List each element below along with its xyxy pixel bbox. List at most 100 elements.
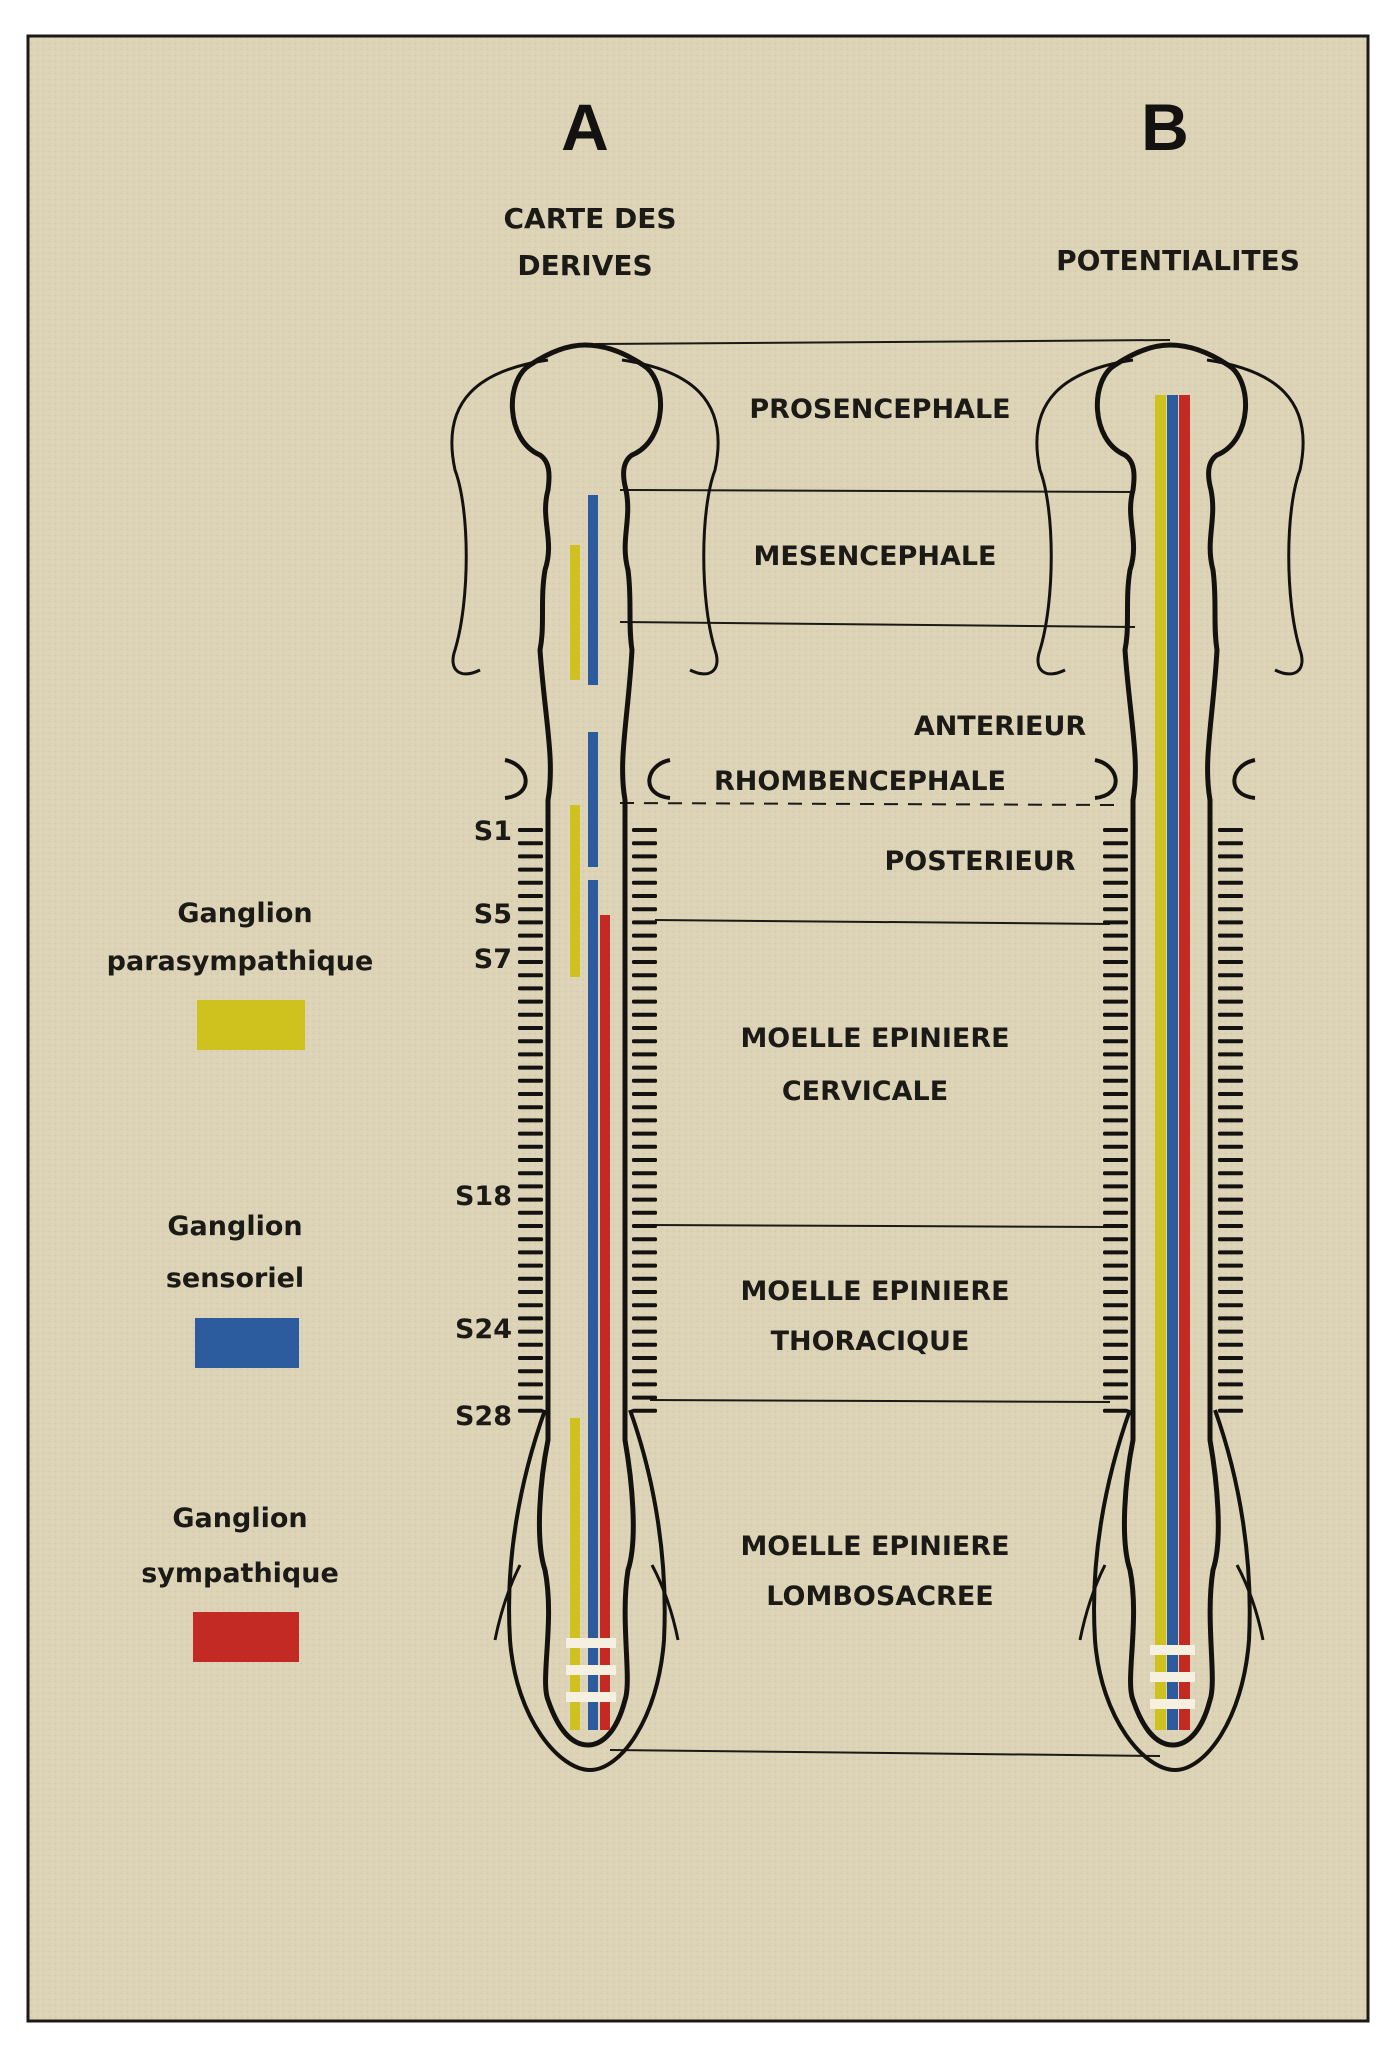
somite-tick [518, 1184, 543, 1188]
somite-tick [518, 1132, 543, 1136]
somite-tick [1218, 1105, 1243, 1109]
somite-tick [1103, 960, 1128, 964]
somite-tick [632, 1290, 657, 1294]
somite-tick [1218, 1277, 1243, 1281]
label-posterieur: POSTERIEUR [884, 846, 1075, 877]
somite-tick [518, 973, 543, 977]
somite-tick [1103, 1369, 1128, 1373]
somite-tick [632, 1118, 657, 1122]
somite-tick [1218, 1198, 1243, 1202]
somite-tick [1103, 828, 1128, 832]
b-sacral-stripes [1150, 1645, 1195, 1709]
somite-tick [632, 1369, 657, 1373]
somite-tick [518, 934, 543, 938]
somite-tick [518, 1000, 543, 1004]
somite-tick [1103, 854, 1128, 858]
somite-tick [1218, 1343, 1243, 1347]
somite-tick [1218, 868, 1243, 872]
somite-tick [632, 920, 657, 924]
somite-tick [1218, 986, 1243, 990]
somite-tick [1103, 1171, 1128, 1175]
somite-tick [632, 973, 657, 977]
somite-tick [1103, 1132, 1128, 1136]
somite-tick [518, 1039, 543, 1043]
somite-tick [1103, 1277, 1128, 1281]
somite-tick [1218, 1092, 1243, 1096]
somite-tick [518, 828, 543, 832]
somite-tick [1218, 1264, 1243, 1268]
somite-tick [1103, 1382, 1128, 1386]
somite-tick [1103, 868, 1128, 872]
somite-tick [1103, 1343, 1128, 1347]
somite-tick [1218, 1382, 1243, 1386]
somite-tick [1218, 1026, 1243, 1030]
somite-label-s18: S18 [455, 1181, 512, 1212]
somite-tick [1103, 986, 1128, 990]
somite-tick [1218, 1356, 1243, 1360]
somite-tick [632, 841, 657, 845]
panel-b-letter: B [1141, 90, 1189, 164]
legend-sensory-line2: sensoriel [166, 1263, 304, 1294]
somite-tick [632, 1198, 657, 1202]
somite-tick [1103, 881, 1128, 885]
somite-tick [1218, 1158, 1243, 1162]
somite-tick [1103, 1211, 1128, 1215]
somite-tick [1103, 1224, 1128, 1228]
legend-sympathetic-line2: sympathique [141, 1558, 339, 1589]
somite-tick [1218, 1171, 1243, 1175]
somite-tick [632, 1356, 657, 1360]
somite-label-s24: S24 [455, 1314, 512, 1345]
somite-tick [1103, 1396, 1128, 1400]
somite-tick [1218, 1118, 1243, 1122]
somite-tick [518, 1224, 543, 1228]
legend-sympathetic-swatch [193, 1612, 299, 1662]
somite-tick [632, 1092, 657, 1096]
somite-tick [1218, 907, 1243, 911]
a-sensory-trunk [588, 880, 598, 1730]
somite-tick [1103, 907, 1128, 911]
somite-tick [632, 960, 657, 964]
somite-label-s5: S5 [474, 899, 512, 930]
somite-tick [1103, 1145, 1128, 1149]
somite-tick [632, 1158, 657, 1162]
somite-tick [518, 1158, 543, 1162]
somite-tick [632, 1316, 657, 1320]
label-lombosacree-line1: MOELLE EPINIERE [740, 1531, 1009, 1562]
somite-tick [1218, 1211, 1243, 1215]
somite-tick [518, 907, 543, 911]
a-parasympathetic-sacral [570, 1418, 580, 1730]
somite-tick [1218, 1052, 1243, 1056]
somite-tick [518, 1409, 543, 1413]
somite-tick [1103, 920, 1128, 924]
somite-tick [632, 1264, 657, 1268]
somite-tick [632, 1184, 657, 1188]
somite-tick [632, 1132, 657, 1136]
somite-tick [518, 1382, 543, 1386]
label-anterieur: ANTERIEUR [914, 711, 1087, 742]
somite-tick [632, 1000, 657, 1004]
panel-a-letter: A [561, 90, 609, 164]
legend-sensory-line1: Ganglion [167, 1211, 302, 1242]
a-parasympathetic-mesencephalic [570, 545, 580, 680]
somite-tick [518, 1198, 543, 1202]
a-sacral-stripes [566, 1638, 616, 1702]
somite-tick [1103, 1184, 1128, 1188]
somite-tick [1218, 881, 1243, 885]
somite-tick [1103, 1000, 1128, 1004]
somite-tick [518, 1171, 543, 1175]
somite-tick [518, 920, 543, 924]
somite-tick [1218, 1013, 1243, 1017]
somite-tick [518, 894, 543, 898]
a-parasympathetic-rhombencephalic [570, 805, 580, 977]
somite-tick [518, 1013, 543, 1017]
somite-tick [632, 1079, 657, 1083]
somite-tick [632, 1052, 657, 1056]
somite-tick [632, 1343, 657, 1347]
somite-tick [632, 854, 657, 858]
label-thoracique-line2: THORACIQUE [771, 1326, 970, 1357]
somite-tick [632, 1105, 657, 1109]
somite-tick [518, 1092, 543, 1096]
somite-tick [518, 1264, 543, 1268]
somite-tick [518, 881, 543, 885]
